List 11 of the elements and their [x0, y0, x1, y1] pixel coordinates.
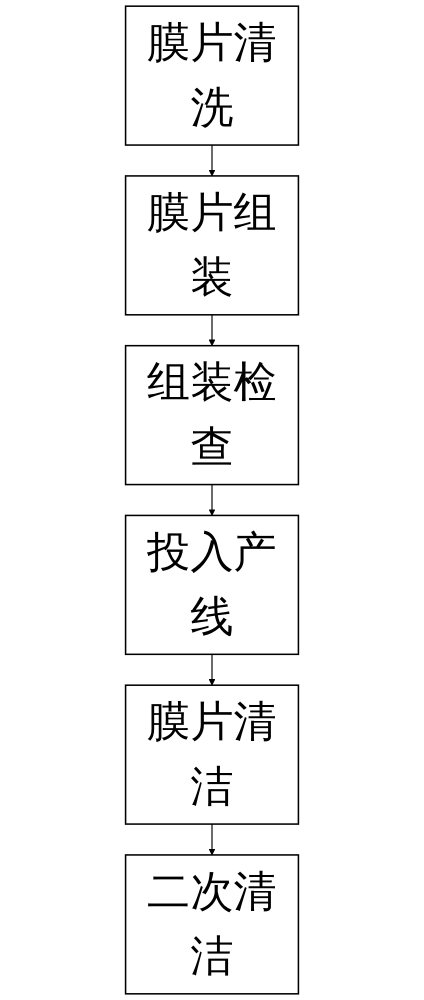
arrow — [208, 484, 216, 516]
arrow — [208, 145, 216, 176]
node-box: 组装检查 — [124, 344, 300, 486]
node-box: 二次清洁 — [124, 854, 300, 995]
node-box: 膜片清洁 — [124, 684, 300, 825]
arrow — [208, 654, 216, 686]
arrow — [208, 314, 216, 346]
arrow — [208, 824, 216, 856]
node-box: 膜片清洗 — [124, 5, 300, 146]
node-box: 膜片组装 — [124, 175, 300, 316]
node-box: 投入产线 — [124, 514, 300, 656]
